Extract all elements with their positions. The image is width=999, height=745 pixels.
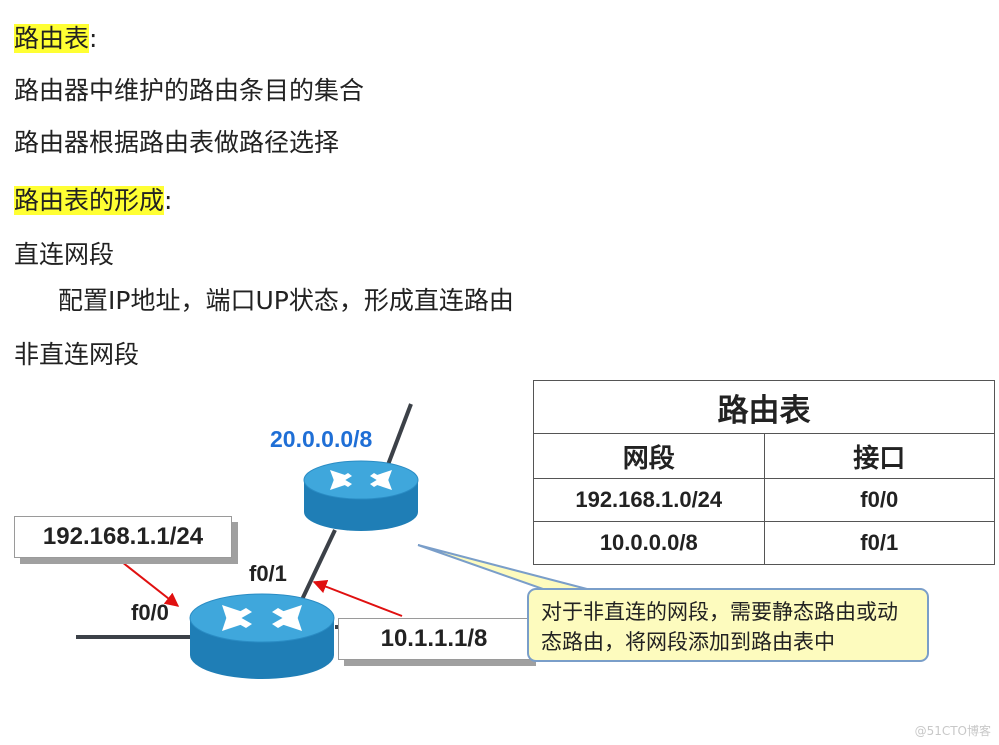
table-row: 192.168.1.0/24 f0/0 [533,478,995,522]
heading-table-formation-text: 路由表的形成 [14,186,165,215]
heading-colon: : [89,24,98,53]
line-direct-route-config: 配置IP地址，端口UP状态，形成直连路由 [58,286,514,315]
arrow-f01 [312,580,403,617]
router-bottom-icon [189,593,335,679]
table-cell-segment: 192.168.1.0/24 [533,478,765,522]
line-path-selection: 路由器根据路由表做路径选择 [14,128,340,157]
heading-colon: : [164,186,173,215]
arrow-f00 [121,561,180,607]
line-nondirect-segment: 非直连网段 [14,340,140,369]
table-cell-interface: f0/1 [763,521,995,565]
host-label-left: 192.168.1.1/24 [14,516,232,558]
line-direct-segment: 直连网段 [14,240,115,269]
table-row: 10.0.0.0/8 f0/1 [533,521,995,565]
heading-routing-table: 路由表: [14,22,97,56]
column-header-segment: 网段 [533,433,765,479]
table-cell-interface: f0/0 [763,478,995,522]
heading-table-formation: 路由表的形成: [14,184,172,218]
router-link-line [296,529,337,609]
interface-label-f00: f0/0 [131,600,169,625]
router-top-icon [303,460,419,531]
uplink-line [384,403,413,471]
host-label-right: 10.1.1.1/8 [338,618,530,660]
routing-table-title: 路由表 [533,380,995,434]
column-header-interface: 接口 [763,433,995,479]
line-definition: 路由器中维护的路由条目的集合 [14,76,365,105]
watermark: @51CTO博客 [914,724,991,738]
network-label-20: 20.0.0.0/8 [270,426,373,452]
heading-routing-table-text: 路由表 [14,24,90,53]
routing-table: 路由表 网段 接口 192.168.1.0/24 f0/0 10.0.0.0/8… [533,380,995,565]
callout-note: 对于非直连的网段，需要静态路由或动态路由，将网段添加到路由表中 [527,588,929,662]
interface-label-f01: f0/1 [249,561,287,586]
table-cell-segment: 10.0.0.0/8 [533,521,765,565]
